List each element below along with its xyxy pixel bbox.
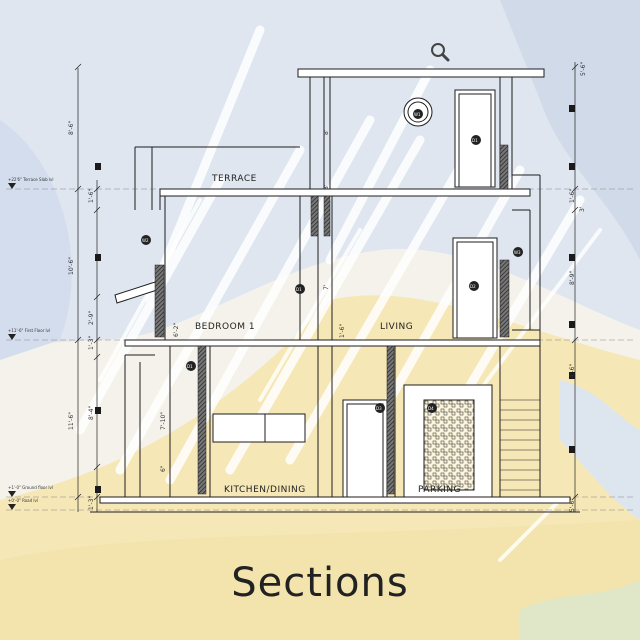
dim-plinth: 1'-3" [88,496,95,510]
dim-first-sill: 2'-9" [88,311,95,325]
dim-terrace-slab: 1'-6" [88,189,95,203]
left-dimension-lines [74,63,101,512]
tag-parking-gate: D4 [428,406,434,411]
level-label-first: +11'-6" First Floor lvl [8,328,50,333]
left-dimension-text: 8'-6" 1'-6" 10'-6" 2'-9" 1'-3" 11'-6" 8'… [68,121,95,510]
dim-first-floor-total: 10'-6" [68,257,75,275]
tag-tower-door: D1 [472,138,478,143]
dim-right-beam: 3' [579,206,586,212]
room-label-parking: PARKING [418,485,461,495]
right-dimension-marks [569,105,575,453]
dim-bedroom-window: 6'-2" [173,323,180,337]
zoom-icon[interactable] [428,40,452,64]
tag-living-door: D2 [470,284,476,289]
tag-bedroom-door: D1 [296,287,302,292]
dim-kitchen-height: 7'-10" [160,412,167,430]
dim-door-height: 7' [323,284,330,290]
dim-first-slab: 1'-3" [88,336,95,350]
dim-right-plinth: 5'-6" [569,498,576,512]
inner-dimensions: 6'-2" 7'-10" 6" 1'-6" 7' 8' 3' [160,129,346,472]
room-label-terrace: TERRACE [211,174,257,184]
building-section [90,68,580,513]
page-title: Sections [231,560,409,606]
dim-tower-parapet: 3' [323,184,330,190]
tag-terrace-window: W2 [142,238,149,243]
dim-right-first-floor: 8'-9" [569,271,576,285]
cut-walls [154,144,510,495]
tag-kitchen-window: D1 [187,364,193,369]
right-dimension-lines [571,62,579,512]
dim-living-slab: 1'-6" [339,324,346,338]
room-label-bedroom: BEDROOM 1 [195,322,255,332]
dim-tower-height: 8' [323,129,330,135]
tag-stair-window: W3 [514,250,521,255]
tag-ground-door: D3 [376,406,382,411]
left-dimension-marks [95,163,101,493]
room-label-living: LIVING [380,322,413,332]
dim-ground-lintel: 8'-4" [88,406,95,420]
door-window-tags: W1 D1 W2 D1 D2 W3 D1 D3 D4 [141,109,523,413]
magnifier-icon [431,43,450,62]
dim-ground-floor-total: 11'-6" [68,412,75,430]
dim-right-parapet: 5'-6" [580,62,587,76]
room-labels: TERRACE BEDROOM 1 LIVING KITCHEN/DINING … [195,174,461,495]
level-label-ground: +1'-0" Ground floor lvl [8,485,53,490]
room-label-kitchen: KITCHEN/DINING [224,485,306,495]
dim-kitchen-sill: 6" [160,465,167,472]
dim-right-slab: 1'-6" [569,189,576,203]
dim-right-ground-floor: 4'-6" [569,364,576,378]
level-markers: +22'6" Terrace Slab lvl +11'-6" First Fl… [8,177,54,510]
dim-upper-parapet: 8'-6" [68,121,75,135]
tag-tower-window: W1 [414,112,421,117]
level-label-terrace: +22'6" Terrace Slab lvl [8,177,54,182]
level-label-road: +0'-0" Road lvl [8,498,38,503]
right-dimension-text: 5'-6" 1'-6" 3' 8'-9" 4'-6" 5'-6" [569,62,587,512]
